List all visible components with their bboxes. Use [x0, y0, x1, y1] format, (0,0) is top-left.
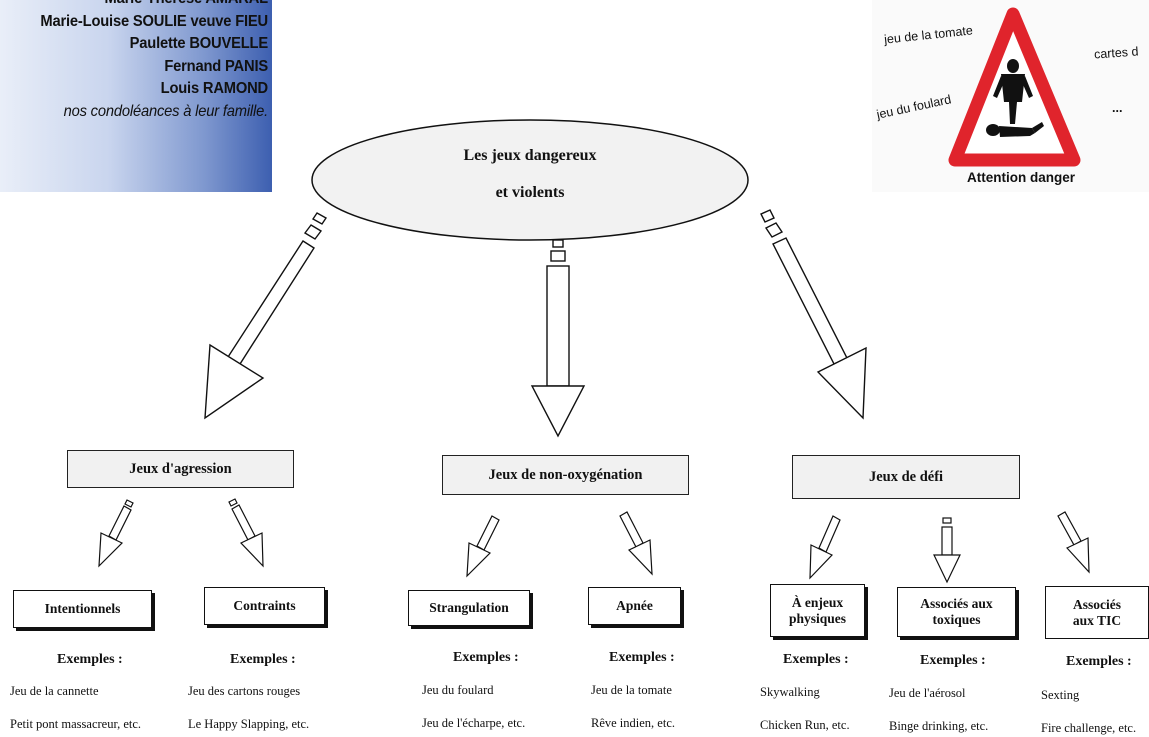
examples-title: Exemples :: [230, 652, 296, 667]
memorial-panel: Marie-Thérèse AMARAL Marie-Louise SOULIE…: [0, 0, 272, 192]
example-item: Fire challenge, etc.: [1041, 721, 1137, 735]
sub-intentionnels: Intentionnels: [13, 590, 152, 628]
sub-label-line2: aux TIC: [1072, 612, 1122, 628]
warning-label-dots: ...: [1112, 101, 1123, 115]
examples-title: Exemples :: [783, 652, 849, 667]
sub-label-line1: Associés aux: [920, 596, 993, 611]
warning-triangle-icon: [948, 7, 1081, 167]
example-item: Jeu de la cannette: [10, 684, 99, 698]
root-ellipse: [311, 119, 749, 241]
example-item: Jeu de l'aérosol: [889, 686, 966, 700]
example-item: Rêve indien, etc.: [591, 716, 675, 730]
sub-apnee: Apnée: [588, 587, 681, 625]
sub-enjeux-physiques: À enjeux physiques: [770, 584, 865, 637]
root-title-line2: et violents: [495, 184, 565, 201]
sub-label-line2: physiques: [788, 610, 847, 626]
examples-title: Exemples :: [57, 652, 123, 667]
sub-label-line2: toxiques: [932, 612, 981, 627]
example-item: Sexting: [1041, 688, 1080, 702]
examples-title: Exemples :: [1066, 654, 1132, 669]
examples-title: Exemples :: [609, 650, 675, 665]
memorial-line: nos condoléances à leur famille.: [63, 102, 268, 120]
arrow-to-non-oxygenation: [530, 239, 586, 438]
example-item: Le Happy Slapping, etc.: [188, 717, 310, 731]
example-item: Petit pont massacreur, etc.: [10, 717, 142, 731]
category-defi: Jeux de défi: [792, 455, 1020, 499]
memorial-line: Louis RAMOND: [160, 80, 268, 97]
root-title-line1: Les jeux dangereux: [463, 147, 597, 164]
sub-label-line1: Associés: [1073, 596, 1121, 612]
memorial-text: Marie-Thérèse AMARAL Marie-Louise SOULIE…: [21, 0, 268, 123]
warning-caption: Attention danger: [967, 170, 1075, 185]
category-non-oxygenation: Jeux de non-oxygénation: [442, 455, 689, 495]
memorial-line: Marie-Thérèse AMARAL: [21, 0, 268, 11]
example-item: Jeu du foulard: [422, 683, 494, 697]
example-item: Jeu de l'écharpe, etc.: [422, 716, 526, 730]
example-item: Binge drinking, etc.: [889, 719, 989, 733]
example-item: Skywalking: [760, 685, 820, 699]
category-agression: Jeux d'agression: [67, 450, 294, 488]
memorial-line: Marie-Louise SOULIE veuve FIEU: [40, 12, 268, 30]
arrow-to-agression: [204, 212, 328, 420]
examples-title: Exemples :: [453, 650, 519, 665]
sub-associes-toxiques: Associés aux toxiques: [897, 587, 1016, 637]
example-item: Jeu de la tomate: [591, 683, 672, 697]
small-arrows: [98, 498, 1090, 584]
danger-illustration: jeu de la tomate cartes d jeu du foulard…: [872, 0, 1149, 192]
examples-title: Exemples :: [920, 653, 986, 668]
arrow-to-defi: [760, 209, 867, 420]
sub-label-line1: À enjeux: [791, 594, 844, 610]
example-item: Chicken Run, etc.: [760, 718, 850, 732]
memorial-line: Paulette BOUVELLE: [129, 35, 268, 52]
sub-associes-tic: Associés aux TIC: [1045, 586, 1149, 639]
memorial-line: Fernand PANIS: [164, 57, 268, 75]
sub-strangulation: Strangulation: [408, 590, 530, 626]
example-item: Jeu des cartons rouges: [188, 684, 301, 698]
sub-contraints: Contraints: [204, 587, 325, 625]
